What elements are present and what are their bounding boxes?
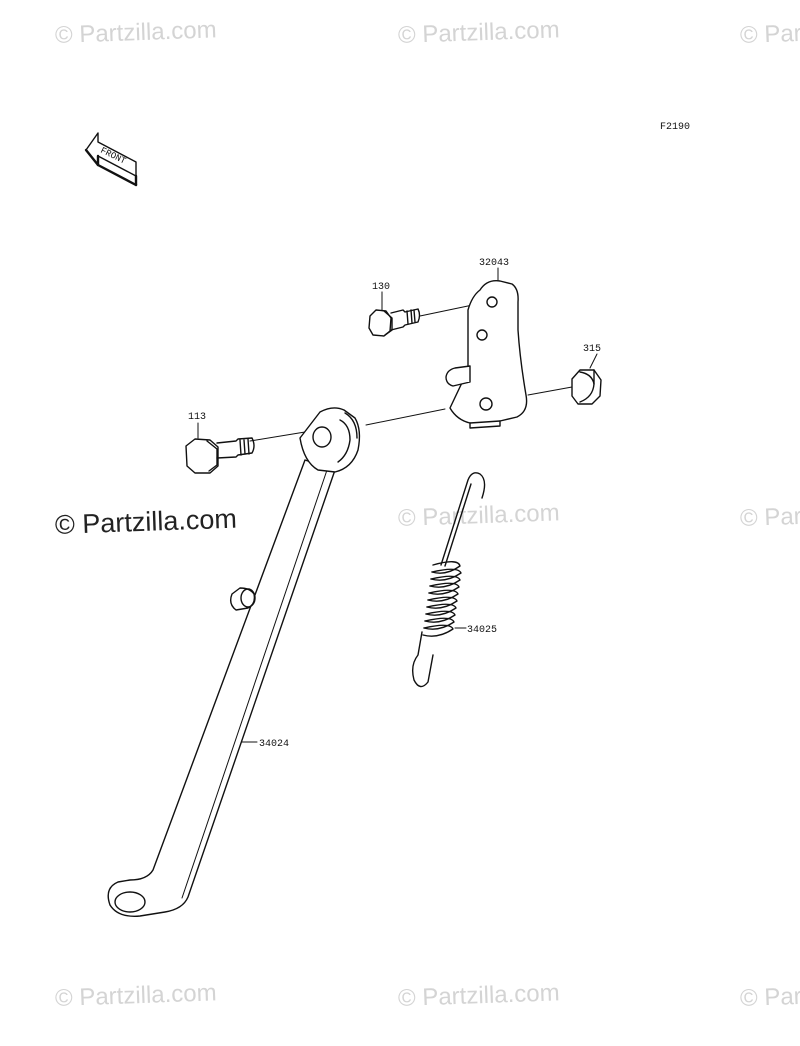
nut-315	[571, 369, 602, 405]
spring-34025	[411, 472, 486, 688]
bracket-32043	[445, 280, 528, 429]
bolt-130	[368, 308, 421, 337]
figure-code: F2190	[660, 122, 690, 133]
part-number-32043: 32043	[479, 258, 509, 269]
part-number-34024: 34024	[259, 739, 289, 750]
part-number-113: 113	[188, 412, 206, 423]
part-number-315: 315	[583, 344, 601, 355]
part-number-34025: 34025	[467, 625, 497, 636]
front-arrow-icon: FRONT	[84, 132, 138, 187]
side-stand-34024	[107, 407, 361, 917]
part-number-130: 130	[372, 282, 390, 293]
bolt-113	[185, 437, 255, 474]
